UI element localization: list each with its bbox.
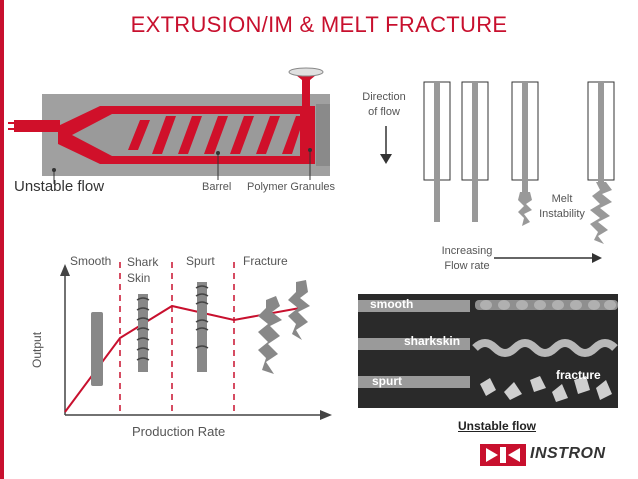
left-accent-rule — [0, 0, 4, 479]
graph-strand-sharkskin — [138, 294, 148, 372]
strand-slightly-rough — [472, 82, 478, 222]
graph-y-label: Output — [30, 331, 44, 368]
barrel-label: Barrel — [202, 181, 232, 193]
graph-strand-fracture-1 — [258, 296, 282, 374]
unstable-flow-label: Unstable flow — [14, 178, 105, 195]
photo-label-sharkskin: sharkskin — [404, 334, 461, 348]
strand-rough — [518, 192, 532, 226]
output-graph — [60, 262, 332, 420]
strand-smooth — [434, 82, 440, 222]
extrudate-strands — [434, 82, 612, 244]
hopper — [290, 70, 322, 106]
photo-label-smooth: smooth — [370, 297, 414, 311]
melt-instability-label: Melt Instability — [539, 193, 585, 220]
extruder-diagram — [8, 67, 330, 184]
direction-of-flow-label: Direction of flow — [362, 91, 406, 118]
extrudate-photo — [358, 294, 618, 408]
graph-x-label: Production Rate — [132, 424, 226, 439]
graph-label-spurt: Spurt — [186, 254, 215, 268]
die-exit — [14, 120, 60, 132]
graph-strand-smooth — [91, 312, 103, 386]
strand-fracture — [590, 182, 612, 244]
extruder-motor-block — [316, 104, 330, 166]
unstable-flow-caption: Unstable flow — [458, 419, 537, 433]
polymer-granules-label: Polymer Granules — [247, 181, 336, 193]
photo-label-fracture: fracture — [556, 368, 601, 382]
photo-label-spurt: spurt — [372, 374, 402, 388]
flow-columns — [423, 81, 615, 181]
screw-flights — [128, 116, 300, 154]
page-title: EXTRUSION/IM & MELT FRACTURE — [130, 12, 508, 37]
graph-strand-fracture-2 — [288, 280, 310, 340]
instron-logo-mark — [480, 444, 526, 466]
graph-label-fracture: Fracture — [243, 254, 288, 268]
instron-logo-text: INSTRON — [530, 445, 606, 462]
graph-label-smooth: Smooth — [70, 254, 112, 268]
graph-label-shark-skin: Shark Skin — [127, 255, 159, 285]
increasing-flow-rate-label: Increasing Flow rate — [441, 245, 493, 272]
graph-strand-spurt — [197, 282, 207, 372]
